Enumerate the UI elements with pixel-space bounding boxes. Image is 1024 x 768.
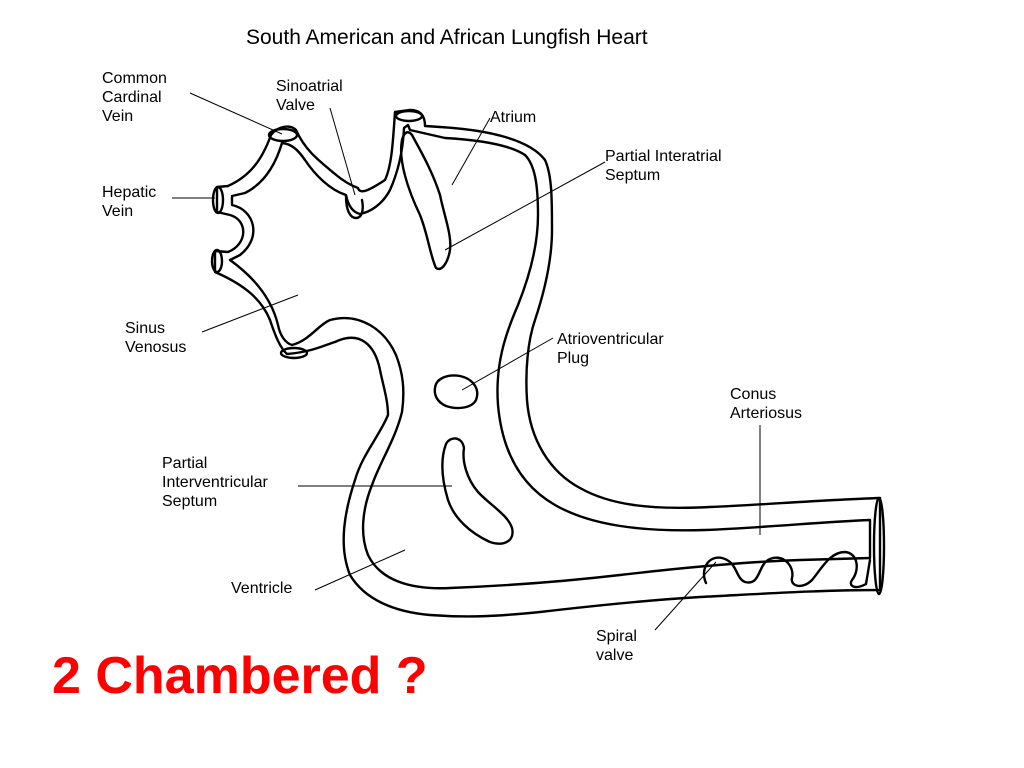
leader-sinoatrial-valve [329,107,356,196]
leader-atrium [451,117,491,186]
heart-outline [210,108,886,618]
leader-lines [172,92,761,631]
leader-atrioventricular-plug [461,337,554,391]
label-sinus-venosus: Sinus Venosus [125,320,186,356]
label-spiral-valve: Spiral valve [596,628,641,664]
sinoatrial-valve-flap [344,194,364,220]
hepatic-vein-upper-opening [211,185,225,215]
label-conus-arteriosus: Conus Arteriosus [730,386,802,422]
leader-common-cardinal-vein [189,92,283,135]
leader-sinus-venosus [201,294,299,333]
leader-ventricle [314,549,406,591]
partial-interventricular-septum-shape [441,437,514,545]
label-atrioventricular-plug: Atrioventricular Plug [557,331,668,367]
leader-partial-interatrial-septum [444,161,606,251]
partial-interatrial-septum-shape [399,131,452,271]
question-heading: 2 Chambered ? [52,647,428,705]
inner-heart-wall [228,123,872,590]
sinus-venosus-bottom-opening [279,346,309,360]
outer-heart-wall [213,108,882,618]
hepatic-vein-lower-opening [210,248,224,274]
label-atrium: Atrium [490,109,536,126]
atrioventricular-plug-shape [433,374,479,410]
diagram-title: South American and African Lungfish Hear… [246,26,648,49]
leader-spiral-valve [654,561,717,631]
conus-arteriosus-opening [872,496,886,596]
label-hepatic-vein: Hepatic Vein [102,184,161,220]
label-partial-interventricular-septum: Partial Interventricular Septum [162,455,272,510]
label-common-cardinal-vein: Common Cardinal Vein [102,70,171,125]
atrium-top-opening [394,109,424,123]
diagram-labels: Common Cardinal Vein Sinoatrial Valve At… [102,70,802,664]
common-cardinal-vein-opening [267,127,299,143]
label-ventricle: Ventricle [231,580,292,597]
spiral-valve-folds [702,550,872,589]
label-partial-interatrial-septum: Partial Interatrial Septum [605,148,726,184]
label-sinoatrial-valve: Sinoatrial Valve [276,78,347,114]
